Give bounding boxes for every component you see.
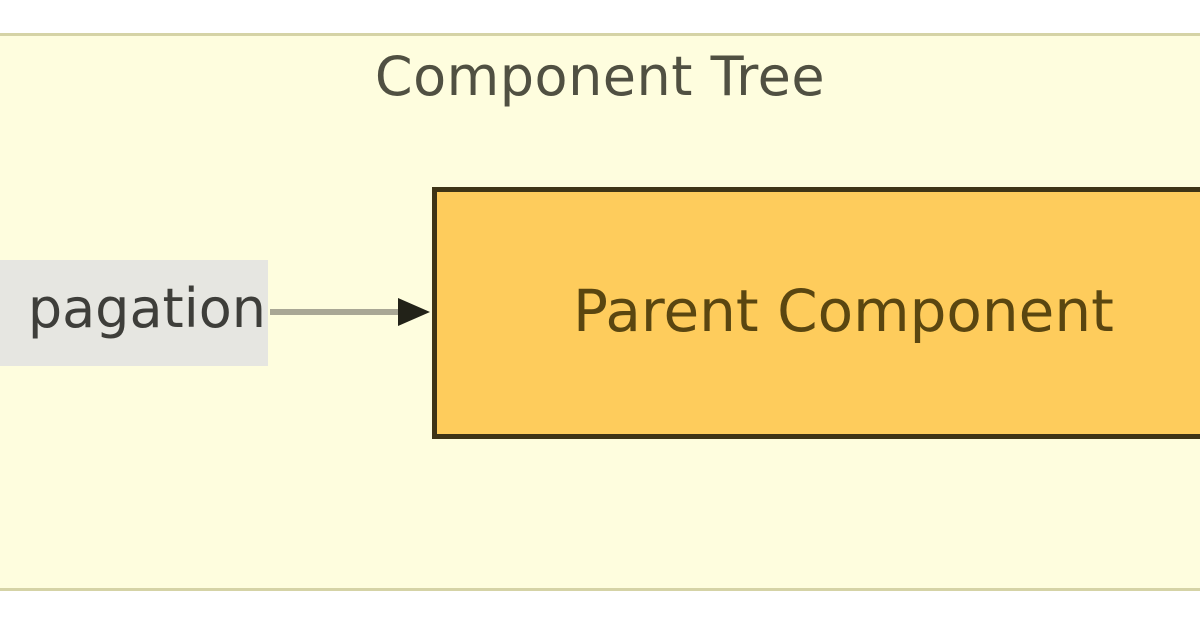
node-parent-component[interactable]: Parent Component	[432, 187, 1200, 439]
edge-label: pagation	[0, 260, 268, 366]
arrowhead-icon	[398, 298, 430, 326]
edge-label-text: pagation	[27, 277, 266, 340]
subgraph-title: Component Tree	[374, 45, 826, 108]
edge-line	[270, 309, 406, 315]
node-label: Parent Component	[573, 277, 1114, 345]
